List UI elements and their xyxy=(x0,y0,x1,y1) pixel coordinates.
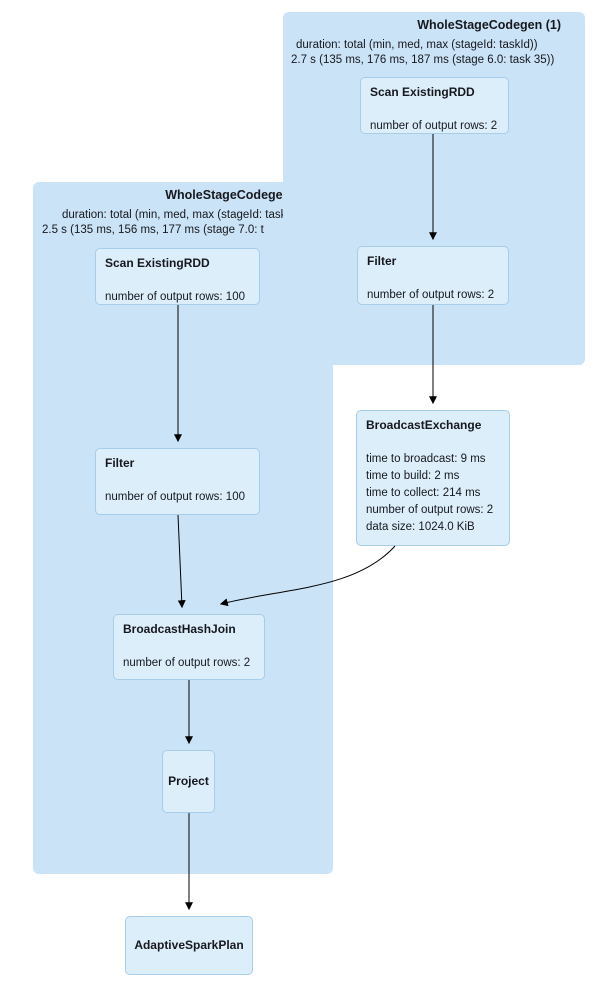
node-metric: number of output rows: 2 xyxy=(123,657,251,669)
cluster-title: WholeStageCodegen (2) xyxy=(165,188,309,202)
node-metric: number of output rows: 100 xyxy=(105,491,245,503)
cluster-duration-value: 2.7 s (135 ms, 176 ms, 187 ms (stage 6.0… xyxy=(291,54,555,66)
node-broadcast-exchange: BroadcastExchange time to broadcast: 9 m… xyxy=(356,410,510,546)
node-title: AdaptiveSparkPlan xyxy=(134,938,244,952)
cluster-duration-label: duration: total (min, med, max (stageId:… xyxy=(62,209,304,221)
node-filter: Filter number of output rows: 2 xyxy=(357,246,509,305)
node-spacer xyxy=(105,272,250,289)
node-metric: time to collect: 214 ms xyxy=(366,487,481,499)
node-metric: number of output rows: 2 xyxy=(370,120,498,132)
node-filter: Filter number of output rows: 100 xyxy=(95,448,260,515)
node-title: Filter xyxy=(105,456,135,470)
node-scan-existingrdd: Scan ExistingRDD number of output rows: … xyxy=(95,248,260,305)
node-spacer xyxy=(370,101,499,118)
node-metric: time to build: 2 ms xyxy=(366,470,460,482)
node-spacer xyxy=(367,270,499,287)
cluster-wholestagecodegen-1: WholeStageCodegen (1) duration: total (m… xyxy=(283,12,585,365)
node-metric: number of output rows: 2 xyxy=(367,289,495,301)
node-title: BroadcastHashJoin xyxy=(123,622,236,636)
node-title: Filter xyxy=(367,254,397,268)
cluster-title: WholeStageCodegen (1) xyxy=(417,18,561,32)
cluster-duration-label: duration: total (min, med, max (stageId:… xyxy=(296,39,538,51)
node-spacer xyxy=(366,434,500,451)
node-title: Scan ExistingRDD xyxy=(105,256,210,270)
node-metric: data size: 1024.0 KiB xyxy=(366,521,475,533)
node-project: Project xyxy=(162,750,215,813)
node-metric: number of output rows: 2 xyxy=(366,504,494,516)
node-title: BroadcastExchange xyxy=(366,418,482,432)
node-spacer xyxy=(123,638,255,655)
cluster-duration-value: 2.5 s (135 ms, 156 ms, 177 ms (stage 7.0… xyxy=(42,224,264,236)
node-title: Project xyxy=(168,774,209,788)
node-broadcast-hash-join: BroadcastHashJoin number of output rows:… xyxy=(113,614,265,680)
node-metric: number of output rows: 100 xyxy=(105,291,245,303)
node-scan-existingrdd: Scan ExistingRDD number of output rows: … xyxy=(360,77,509,134)
node-spacer xyxy=(105,472,250,489)
node-metric: time to broadcast: 9 ms xyxy=(366,453,486,465)
node-title: Scan ExistingRDD xyxy=(370,85,475,99)
node-adaptive-spark-plan: AdaptiveSparkPlan xyxy=(125,916,253,975)
